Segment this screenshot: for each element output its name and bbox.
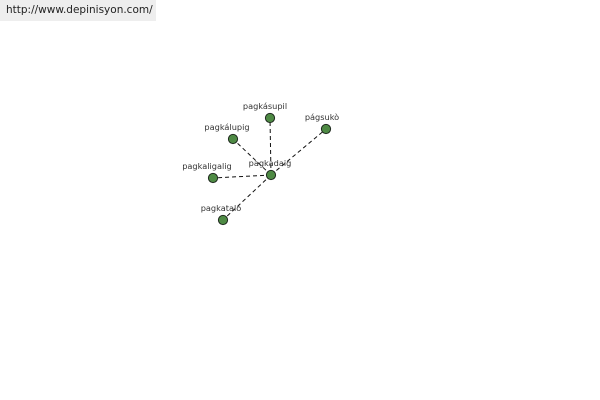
node-dot[interactable] (265, 169, 277, 181)
edge-pagkadaig-pagkaligalig (212, 174, 272, 179)
node-pagkasupil[interactable]: pagkásupil (243, 101, 287, 124)
node-pagkadaig[interactable]: pagkadaig (249, 158, 292, 181)
node-dot[interactable] (264, 112, 276, 124)
node-label[interactable]: pagkaligalig (182, 161, 232, 171)
node-label[interactable]: pagkataló (201, 203, 242, 213)
graph-nodes: pagkadaig pagkásupil págsukò pagkálupig pagk… (182, 101, 339, 226)
node-pagsuko[interactable]: págsukò (305, 112, 339, 135)
edge-pagkadaig-pagkalupig (232, 138, 272, 176)
url-label: http://www.depinisyon.com/ (0, 0, 156, 21)
edge-pagkadaig-pagsuko (270, 128, 327, 176)
node-label[interactable]: págsukò (305, 112, 339, 122)
node-dot[interactable] (320, 123, 332, 135)
node-dot[interactable] (217, 214, 229, 226)
edge-pagkadaig-pagkasupil (269, 117, 272, 176)
edge-pagkadaig-pagkatalo (222, 174, 272, 221)
node-label[interactable]: pagkásupil (243, 101, 287, 111)
node-label[interactable]: pagkálupig (204, 122, 249, 132)
node-pagkalupig[interactable]: pagkálupig (204, 122, 250, 145)
graph-edges (212, 117, 327, 221)
node-label[interactable]: pagkadaig (249, 158, 292, 168)
node-dot[interactable] (207, 172, 219, 184)
node-dot[interactable] (227, 133, 239, 145)
node-pagkaligalig[interactable]: pagkaligalig (182, 161, 232, 184)
node-pagkatalo[interactable]: pagkataló (201, 203, 242, 226)
